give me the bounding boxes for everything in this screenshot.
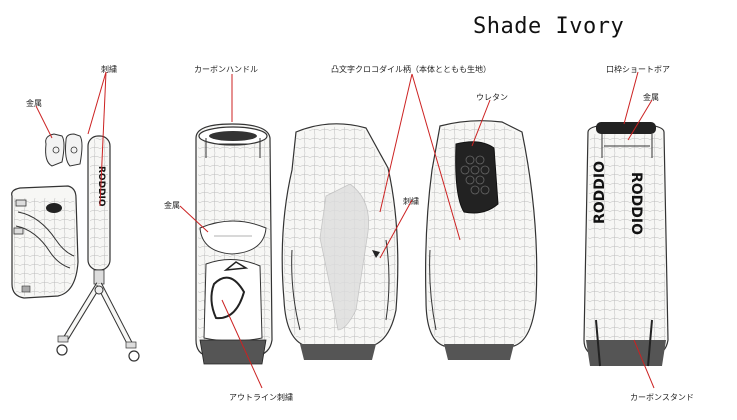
- pocket-brand-text: RODDIO: [592, 161, 608, 224]
- shoulder-strap-illustration: RODDIO: [56, 135, 140, 362]
- label-urethane: ウレタン: [476, 93, 508, 102]
- bag-side-view-left: [281, 123, 399, 360]
- bag-brand-text: RODDIO: [628, 172, 644, 235]
- rain-hood-illustration: [11, 185, 79, 299]
- bag-front-view: [195, 123, 273, 365]
- label-embroidery-strap: 刺繍: [101, 65, 117, 74]
- label-croc-pattern: 凸文字クロコダイル柄（本体とともも生地）: [331, 65, 491, 74]
- label-outline-embroidery: アウトライン刺繍: [229, 393, 293, 402]
- label-metal-right: 金属: [643, 93, 659, 102]
- label-metal-left: 金属: [26, 99, 42, 108]
- label-mouth-boa: 口枠ショートボア: [606, 65, 670, 74]
- bag-back-view: RODDIO RODDIO: [583, 122, 669, 367]
- metal-clip-icons: [45, 133, 83, 167]
- label-carbon-stand: カーボンスタンド: [630, 393, 694, 402]
- color-name-title: Shade Ivory: [473, 14, 625, 39]
- label-carbon-handle: カーボンハンドル: [194, 65, 258, 74]
- callout-lines: [35, 71, 655, 389]
- label-metal-center: 金属: [164, 201, 180, 210]
- bag-side-view-right: [425, 120, 538, 360]
